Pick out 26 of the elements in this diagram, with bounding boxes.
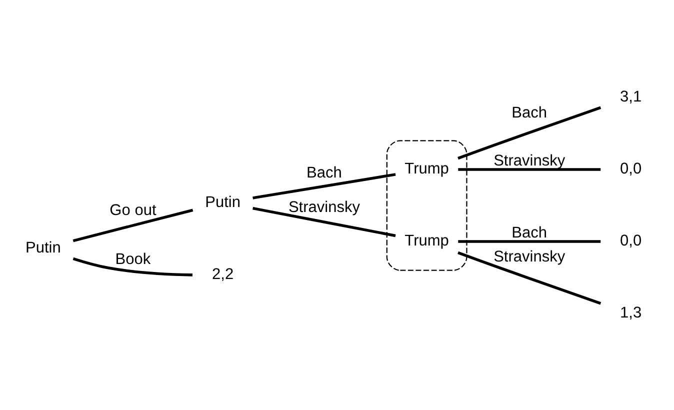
connector bbox=[458, 168, 601, 170]
connector bbox=[252, 206, 396, 237]
edge-label: Go out bbox=[110, 202, 156, 219]
connector bbox=[458, 240, 601, 242]
connector bbox=[458, 106, 602, 160]
node-text: 2,2 bbox=[212, 265, 234, 282]
edge-label: Stravinsky bbox=[494, 152, 566, 169]
edge-label: Bach bbox=[512, 104, 548, 122]
node-text: Putin bbox=[205, 193, 240, 210]
connector bbox=[72, 256, 192, 276]
edge-label: Stravinsky bbox=[288, 198, 360, 216]
cluster bbox=[386, 140, 468, 270]
node-text: 1,3 bbox=[620, 304, 642, 322]
edge-label: Bach bbox=[512, 224, 548, 241]
node-text: 0,0 bbox=[620, 160, 642, 178]
connector bbox=[458, 250, 602, 304]
connector bbox=[72, 208, 194, 242]
node-text: 0,0 bbox=[620, 232, 642, 250]
node-text: Trump bbox=[404, 232, 449, 250]
edge-label: Bach bbox=[306, 164, 342, 181]
node-text: 3,1 bbox=[620, 88, 642, 105]
node-text: Trump bbox=[404, 160, 449, 178]
edge-label: Book bbox=[115, 250, 151, 268]
connector bbox=[252, 172, 396, 199]
node-text: Putin bbox=[25, 238, 61, 256]
edge-label: Stravinsky bbox=[494, 248, 566, 266]
